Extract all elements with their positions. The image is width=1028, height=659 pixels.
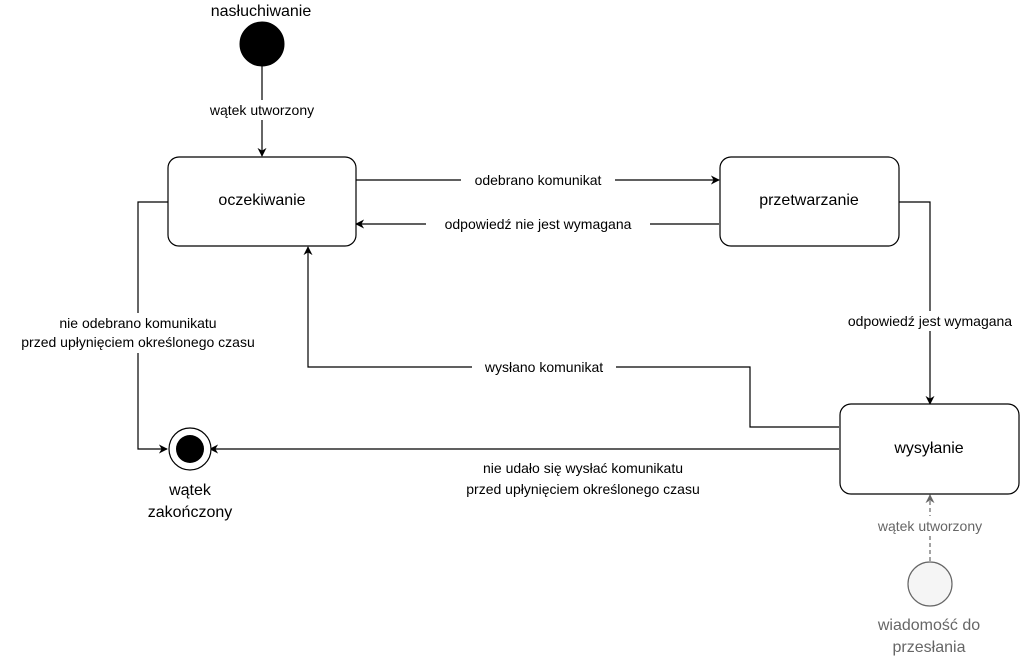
state-processing — [719, 156, 900, 247]
initial-node-message — [907, 561, 953, 607]
node-label-listening: nasłuchiwanie — [211, 3, 312, 20]
node-label-message-line1: wiadomość do — [877, 617, 980, 634]
initial-node-listening — [239, 21, 285, 67]
edge-reply-required — [899, 201, 935, 405]
edge-label-reply-not-required: odpowiedź nie jest wymagana — [445, 216, 632, 232]
final-node-core — [176, 435, 204, 463]
edge-label-message-sent: wysłano komunikat — [484, 359, 603, 375]
edge-message-sent — [303, 246, 839, 428]
state-waiting — [167, 156, 357, 247]
edge-label-reply-required: odpowiedź jest wymagana — [848, 313, 1012, 329]
edge-label-send-failed-line2: przed upłynięciem określonego czasu — [466, 481, 699, 497]
edge-label-thread-created-top: wątek utworzony — [209, 102, 314, 118]
edge-label-no-message-timeout-line1: nie odebrano komunikatu — [59, 315, 216, 331]
edge-label-thread-created-bottom: wątek utworzony — [877, 518, 982, 534]
edge-label-send-failed-line1: nie udało się wysłać komunikatu — [483, 460, 683, 476]
state-label-processing: przetwarzanie — [759, 192, 859, 209]
state-sending — [839, 403, 1020, 495]
edge-label-message-received: odebrano komunikat — [475, 172, 602, 188]
edge-label-no-message-timeout-line2: przed upłynięciem określonego czasu — [21, 334, 254, 350]
node-label-thread-end-line1: wątek — [168, 482, 212, 499]
state-label-sending: wysyłanie — [893, 440, 963, 457]
node-label-message-line2: przesłania — [893, 639, 966, 656]
node-label-thread-end-line2: zakończony — [148, 504, 233, 521]
state-label-waiting: oczekiwanie — [218, 192, 305, 209]
